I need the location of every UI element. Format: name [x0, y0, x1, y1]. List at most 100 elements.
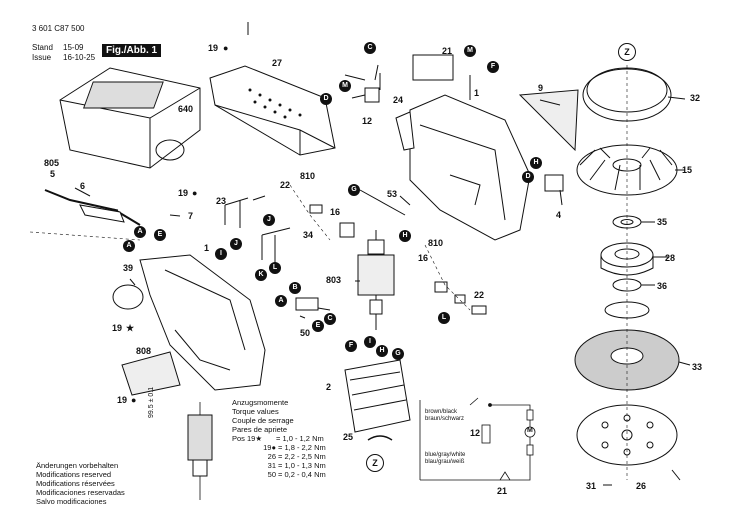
connector-d-left: D: [320, 93, 332, 105]
connector-j: J: [230, 238, 242, 250]
part-2: 2: [326, 382, 332, 392]
part-1-lower: 1: [204, 243, 210, 253]
figure-label: Fig./Abb. 1: [102, 44, 162, 57]
connector-a-left: A: [134, 226, 146, 238]
part-803: 803: [326, 275, 342, 285]
stand-label: Stand: [32, 43, 53, 52]
lower-housing-1: [139, 254, 266, 391]
capacitor-label: 12: [470, 428, 481, 438]
part-19-mid: 19: [178, 188, 189, 198]
connector-e: E: [154, 229, 166, 241]
stator-2: [344, 359, 411, 433]
part-9: 9: [538, 83, 544, 93]
part-25: 25: [343, 432, 354, 442]
part-50: 50: [300, 328, 311, 338]
torque-row: 31= 1,0 - 1,3 Nm: [267, 461, 326, 470]
sanding-plate-9: [518, 89, 579, 152]
part-33: 33: [692, 362, 703, 372]
part-640: 640: [178, 104, 194, 114]
torque-table: Anzugsmomente Torque values Couple de se…: [232, 398, 326, 479]
terminal-block-50: [295, 297, 319, 311]
part-53: 53: [387, 189, 398, 199]
part-23: 23: [216, 196, 227, 206]
part-31: 31: [586, 481, 597, 491]
dot-symbol: ●: [223, 43, 229, 53]
torque-title-fr: Couple de serrage: [232, 416, 294, 425]
part-22-top: 22: [280, 180, 291, 190]
part-39: 39: [123, 263, 134, 273]
connector-h-right: H: [530, 157, 542, 169]
connector-c-top: C: [364, 42, 376, 54]
armature-803: [357, 230, 395, 330]
upper-housing-27: [209, 65, 336, 156]
connector-h-lower: H: [376, 345, 388, 357]
part-805: 805: [44, 158, 60, 168]
switch-21: [412, 54, 454, 81]
part-19-bottom: 19: [117, 395, 128, 405]
connector-a-lower: A: [123, 240, 135, 252]
part-19-star: 19: [112, 323, 123, 333]
circlip-25: [367, 435, 393, 441]
cable-6: [44, 189, 141, 226]
note-fr: Modifications réservées: [36, 479, 115, 488]
torque-title-de: Anzugsmomente: [232, 398, 289, 407]
connector-m-top: M: [464, 45, 476, 57]
part-21-bottom: 21: [497, 486, 508, 496]
part-32: 32: [690, 93, 701, 103]
part-16-right: 16: [418, 253, 429, 263]
cover-808: [121, 351, 181, 396]
part-28: 28: [665, 253, 676, 263]
torque-row: 26= 2,2 - 2,5 Nm: [267, 452, 326, 461]
motor-symbol: M: [527, 427, 533, 434]
connector-h-mid: H: [399, 230, 411, 242]
part-26: 26: [636, 481, 647, 491]
star-symbol: ★: [126, 323, 135, 333]
motor-housing-1: [409, 94, 531, 241]
connector-m-left: M: [339, 80, 351, 92]
part-4: 4: [556, 210, 562, 220]
part-22-right: 22: [474, 290, 485, 300]
part-808: 808: [136, 346, 152, 356]
part-19-top: 19: [208, 43, 219, 53]
part-24: 24: [393, 95, 404, 105]
connector-l-right: L: [438, 312, 450, 324]
wire-blue-label: blue/gray/white blau/grau/weiß: [425, 452, 466, 465]
dust-box-640: [59, 67, 201, 169]
switch-4: [544, 174, 564, 192]
connector-f-mid: F: [345, 340, 357, 352]
connector-i-mid: I: [364, 336, 376, 348]
connector-k: K: [255, 269, 267, 281]
torque-row: 50= 0,2 - 0,4 Nm: [267, 470, 326, 479]
connector-e-mid: E: [312, 320, 324, 332]
wire-brown-label: brown/black braun/schwarz: [425, 409, 465, 422]
dot-symbol: ●: [131, 395, 137, 405]
part-7: 7: [188, 211, 194, 221]
part-36: 36: [657, 281, 668, 291]
note-pt: Salvo modificaciones: [36, 497, 107, 506]
part-21-switch: 21: [442, 46, 453, 56]
part-12: 12: [362, 116, 373, 126]
connector-b: B: [289, 282, 301, 294]
connector-g-lower: G: [392, 348, 404, 360]
dot-symbol: ●: [192, 188, 198, 198]
connector-c-mid: C: [324, 313, 336, 325]
part-810-top: 810: [300, 171, 316, 181]
note-de: Änderungen vorbehalten: [36, 461, 119, 470]
torque-title-es: Pares de apriete: [232, 425, 288, 434]
issue-value: 16-10-25: [63, 53, 96, 62]
connector-g: G: [348, 184, 360, 196]
note-en: Modifications reserved: [36, 470, 112, 479]
part-34: 34: [303, 230, 314, 240]
connector-a-mid: A: [275, 295, 287, 307]
modification-notes: Änderungen vorbehalten Modifications res…: [36, 461, 125, 506]
document-number: 3 601 C87 500: [32, 24, 85, 33]
part-16-top: 16: [330, 207, 341, 217]
part-z-top: Z: [618, 43, 636, 61]
o-ring-39: [112, 284, 144, 310]
part-5: 5: [50, 169, 56, 179]
connector-i-left: I: [215, 248, 227, 260]
torque-row: Pos 19★= 1,0 - 1,2 Nm: [232, 434, 324, 443]
capacitor-12: [364, 87, 380, 103]
part-35: 35: [657, 217, 668, 227]
